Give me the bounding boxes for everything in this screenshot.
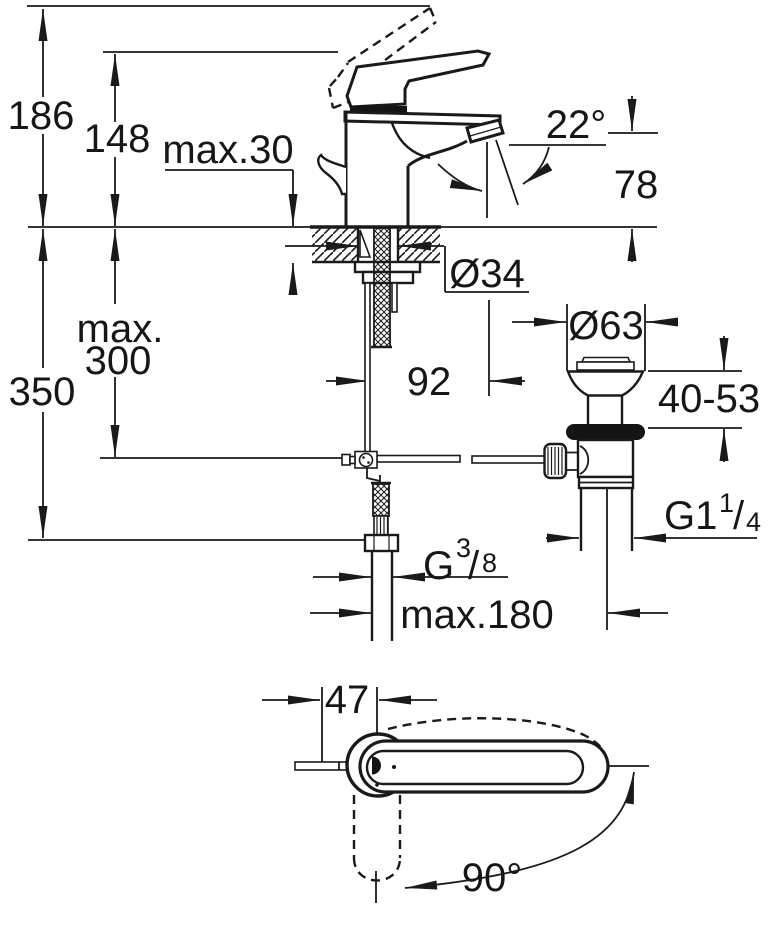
- clamp-dot: [362, 456, 365, 459]
- dim-handle-offset: 47: [325, 678, 370, 722]
- deck-hole-edges: [312, 227, 440, 264]
- pivot-dot: [392, 765, 396, 769]
- dim-spout-reach: 92: [407, 360, 452, 404]
- knob-knurling: [547, 447, 563, 475]
- dim-handle-swivel-angle: 90°: [462, 856, 523, 900]
- dim-waste-flange-diameter: Ø63: [568, 304, 644, 348]
- rod-lower-hook: [366, 468, 381, 483]
- handle-base-strip: [350, 106, 407, 112]
- connection-pipe: [370, 551, 394, 641]
- waste-ball-housing: [579, 445, 590, 475]
- top-view-labels: 47 90°: [325, 678, 523, 900]
- faucet-body: [317, 49, 505, 227]
- dim-max-connection-spread: max.180: [400, 593, 553, 637]
- knob-stem: [566, 451, 578, 471]
- handle-down-dashed-cap: [352, 857, 402, 882]
- dim-waste-thread-sub: 4: [746, 507, 761, 537]
- swivel-arc: [404, 771, 635, 890]
- dimension-arrows: [38, 9, 757, 618]
- dim-rod-max-word: max.: [77, 307, 164, 351]
- clamp-screw-collar: [349, 455, 356, 465]
- spout-underside-curve: [407, 139, 468, 168]
- dim-waste-thread-sup: 1: [719, 488, 734, 518]
- aerator-inner-line: [469, 126, 502, 137]
- hose-thread-ribs: [376, 517, 389, 534]
- spout-front-curve: [390, 122, 431, 160]
- clamp-ball: [358, 452, 374, 468]
- dim-total-height: 186: [8, 94, 75, 138]
- dim-spout-tip-height: 148: [84, 117, 151, 161]
- deck-hatch-left: [312, 228, 358, 261]
- aerator: [465, 118, 505, 144]
- popup-rod-top-view: [294, 761, 352, 771]
- dim-clamping-range: 40-53: [658, 377, 760, 421]
- popup-waste: [543, 356, 645, 551]
- dim-supply-thread-slash: /: [468, 544, 480, 588]
- dim-supply-thread-base: G: [423, 544, 454, 588]
- popup-rod-hook: [317, 153, 347, 196]
- dim-rod-max-value: 300: [85, 339, 152, 383]
- side-view-labels: 186 148 max.30 22° 78 Ø34 max. 300 350 9…: [8, 94, 761, 637]
- clamp-screw-head: [341, 453, 351, 466]
- handle-lever: [345, 49, 492, 109]
- dim-waste-thread-slash: /: [733, 494, 745, 538]
- pivot-dot: [375, 783, 379, 787]
- dim-outlet-height: 78: [614, 163, 659, 207]
- clamp-dot: [367, 461, 370, 464]
- horizontal-rod-right: [471, 455, 546, 464]
- waste-plug-plate: [576, 361, 635, 371]
- mounting-stud: [391, 282, 398, 313]
- dim-max-mounting-thickness: max.30: [162, 128, 293, 172]
- handle-top-face: [365, 749, 585, 786]
- braided-hose-lower: [372, 483, 390, 517]
- waste-outlet-pipe: [579, 488, 634, 551]
- hex-nut-facets: [373, 535, 390, 551]
- popup-vertical-rod: [364, 282, 371, 453]
- supply-hose-and-rod: [341, 227, 546, 641]
- dim-hole-diameter: Ø34: [449, 252, 525, 296]
- braided-hose-upper: [373, 227, 391, 348]
- hose-hex-nut: [363, 533, 400, 553]
- spout-top-plate: [343, 110, 502, 127]
- dim-supply-thread-sub: 8: [482, 548, 497, 578]
- dim-supply-thread-sup: 3: [456, 533, 471, 563]
- anchor-wedge: [359, 229, 372, 258]
- dim-spout-angle: 22°: [546, 103, 607, 147]
- side-view: 186 148 max.30 22° 78 Ø34 max. 300 350 9…: [8, 5, 761, 641]
- waste-o-ring: [566, 424, 645, 440]
- horizontal-rod-left: [376, 454, 461, 463]
- waste-flange-dome: [566, 370, 645, 397]
- pivot-mark: [372, 756, 381, 775]
- deck-hatch-right: [398, 228, 440, 261]
- dim-hose-length: 350: [9, 370, 76, 414]
- dim-waste-thread-base: G1: [664, 494, 717, 538]
- waste-body: [576, 438, 635, 479]
- handle-top-view: [294, 732, 610, 798]
- waste-neck: [586, 395, 624, 425]
- top-view: 47 90°: [262, 678, 649, 903]
